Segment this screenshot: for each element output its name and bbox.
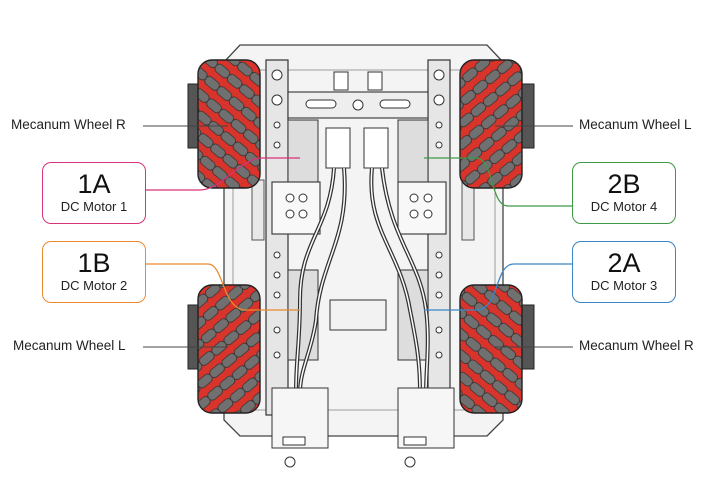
motor-front-right (397, 119, 429, 183)
chassis-rail-right (427, 59, 451, 416)
connector-1b (146, 263, 300, 311)
motor-rear-left (287, 269, 319, 361)
wheel-rear-right (459, 284, 535, 414)
motor-callout-1a: 1A DC Motor 1 (42, 162, 146, 224)
driver-board-left (271, 181, 321, 235)
wheel-label-bottom-right: Mecanum Wheel R (579, 338, 694, 353)
motor-callout-2b: 2B DC Motor 4 (572, 162, 676, 224)
chassis-rail-left (265, 59, 289, 416)
connector-1a (146, 157, 300, 191)
connector-2a (424, 263, 572, 311)
motor-id-label: 2A (607, 248, 641, 278)
wheel-label-bottom-left: Mecanum Wheel L (13, 338, 126, 353)
motor-name-label: DC Motor 2 (60, 278, 128, 293)
motor-callout-2a: 2A DC Motor 3 (572, 241, 676, 303)
front-cross-bar (287, 71, 429, 119)
wheel-leader-lines (143, 125, 573, 348)
wheel-rear-left (187, 284, 261, 414)
motor-front-left (287, 119, 319, 183)
rear-bracket-left (271, 387, 329, 468)
connector-block (325, 127, 389, 331)
wheel-label-top-right: Mecanum Wheel L (579, 117, 692, 132)
motor-name-label: DC Motor 4 (590, 199, 658, 214)
wheel-front-left (187, 59, 261, 189)
wheel-label-top-left: Mecanum Wheel R (11, 117, 126, 132)
motor-name-label: DC Motor 3 (590, 278, 658, 293)
motor-name-label: DC Motor 1 (60, 199, 128, 214)
rear-bracket-right (397, 387, 455, 468)
motor-id-label: 1B (77, 248, 111, 278)
motor-id-label: 2B (607, 169, 641, 199)
driver-board-right (397, 181, 447, 235)
motor-callout-1b: 1B DC Motor 2 (42, 241, 146, 303)
connector-2b (424, 157, 572, 207)
motor-id-label: 1A (77, 169, 111, 199)
wheel-front-right (459, 59, 535, 189)
